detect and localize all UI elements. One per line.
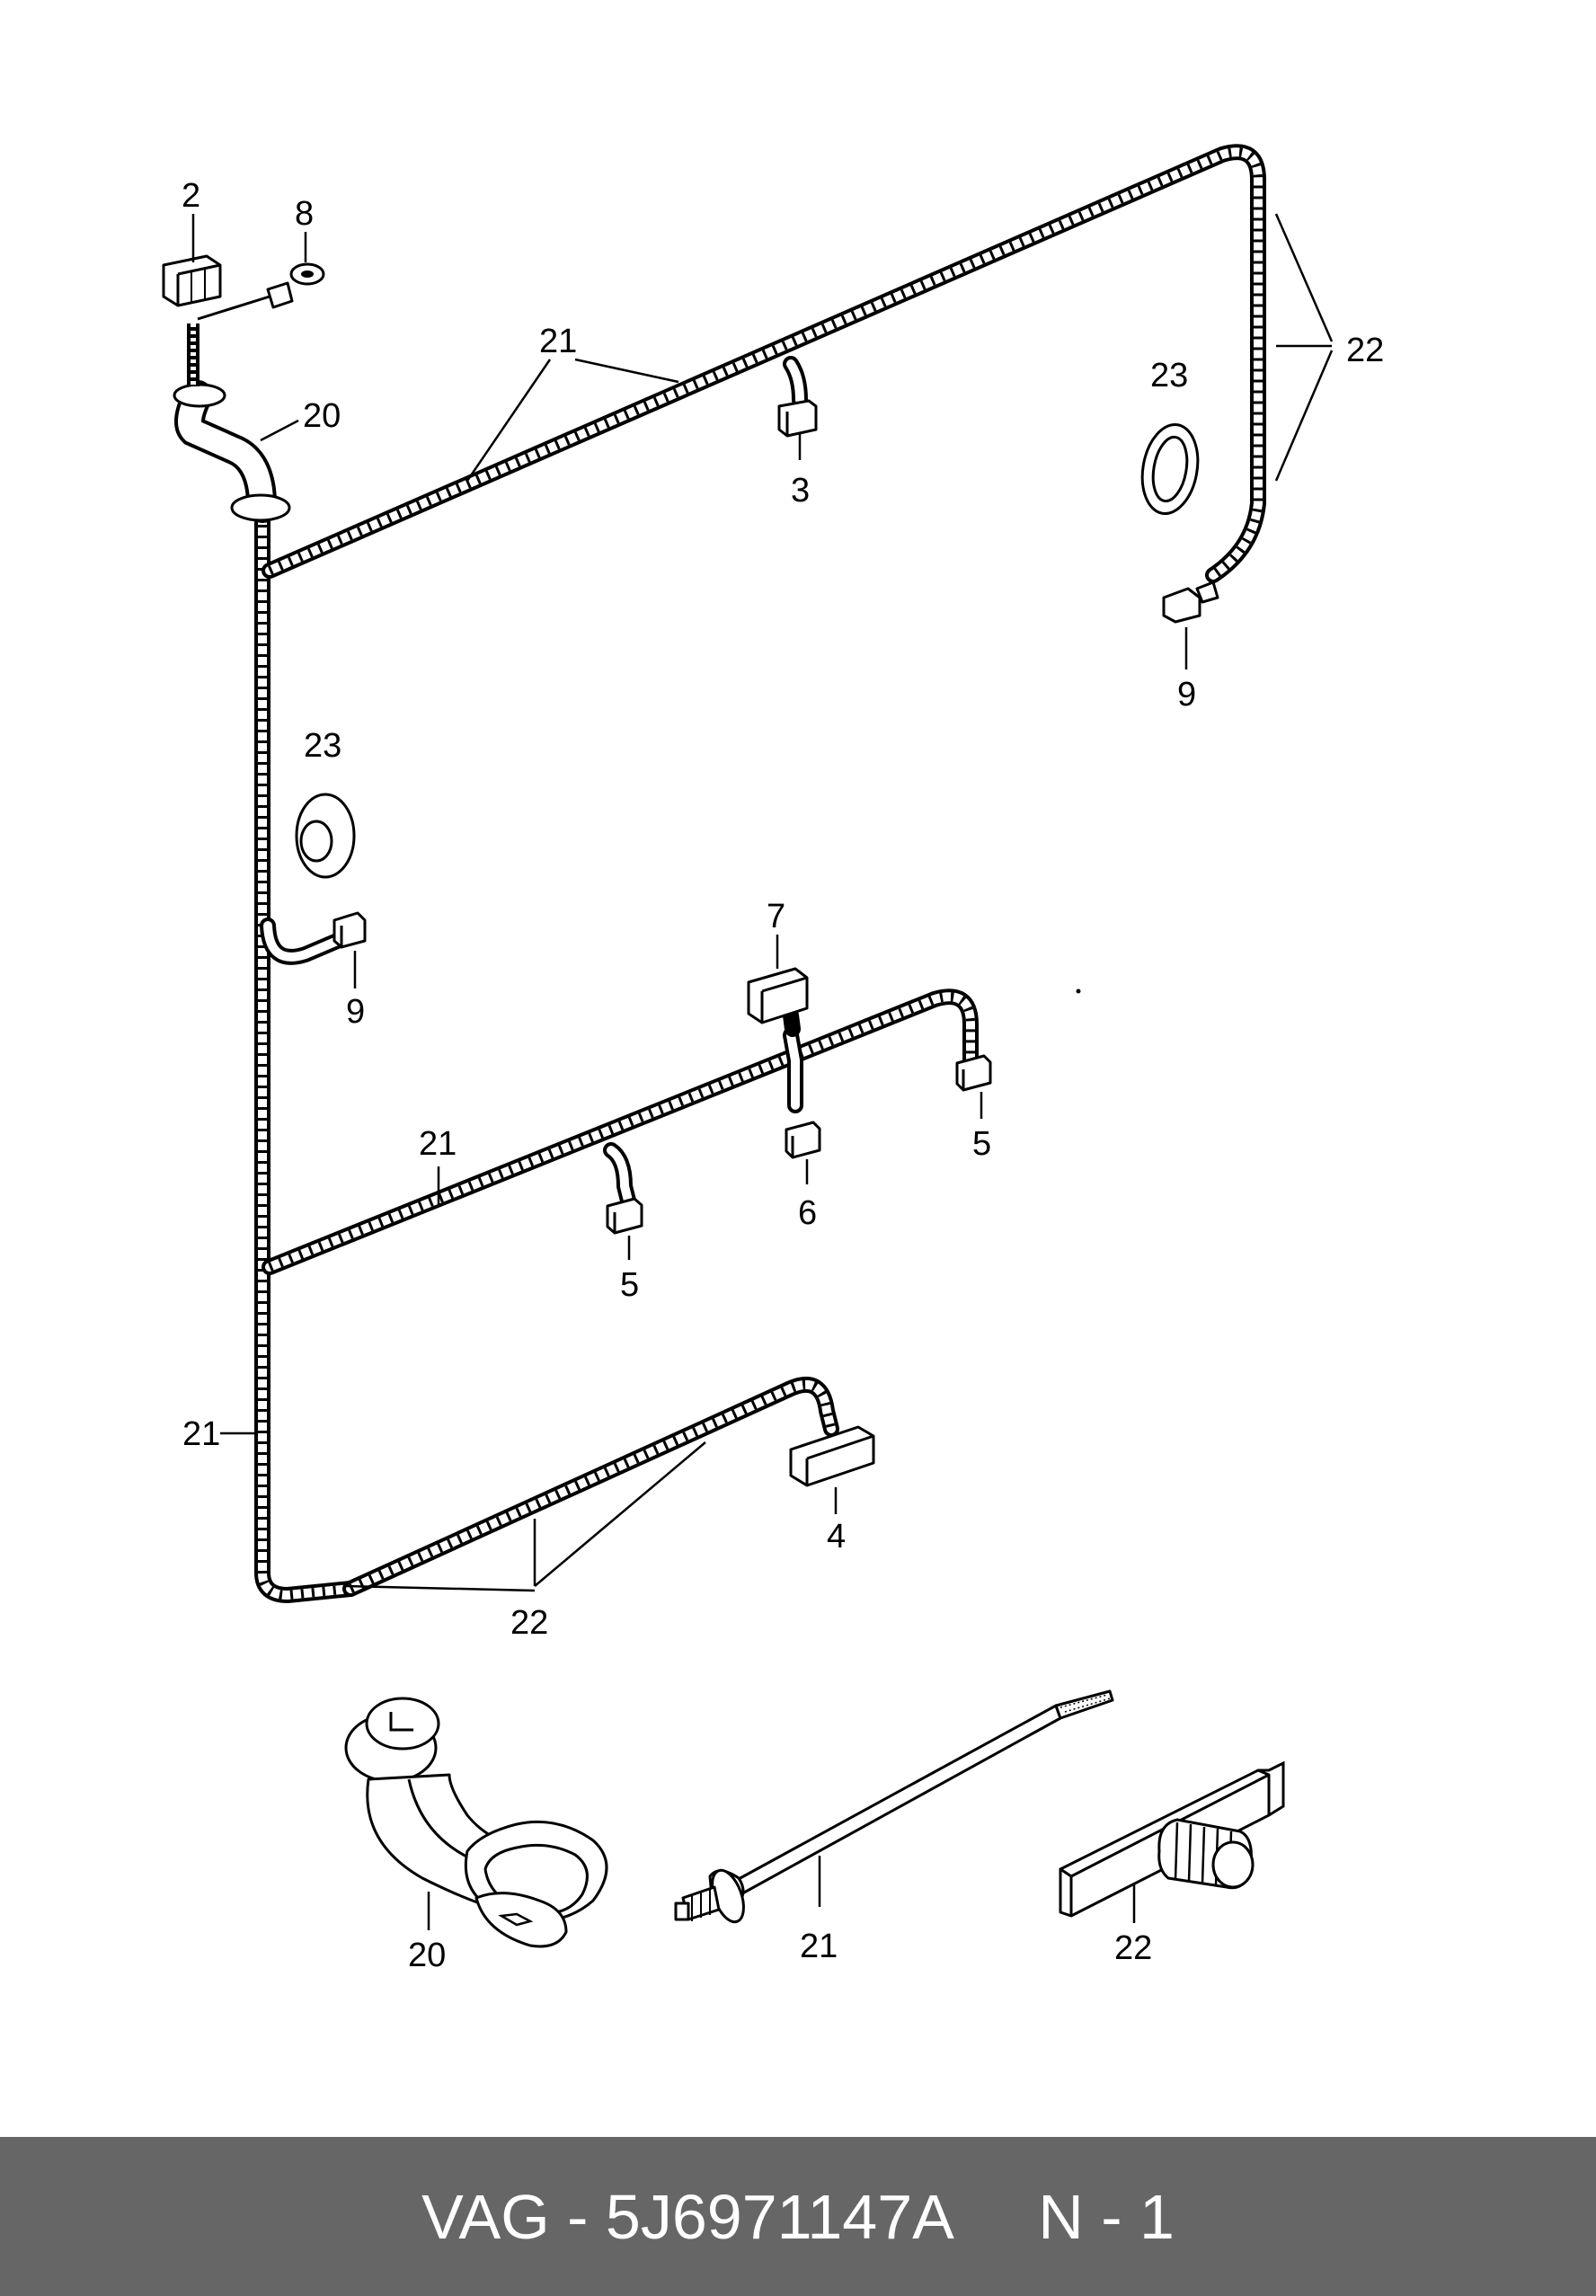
callout-22-right: 22 bbox=[1346, 332, 1384, 369]
grommet-23-right bbox=[1140, 422, 1200, 516]
grommet-23-left bbox=[295, 793, 356, 879]
callout-22-bottom: 22 bbox=[510, 1604, 548, 1642]
leader-lines bbox=[191, 213, 1334, 1930]
detail-cable-tie-21 bbox=[674, 1689, 1114, 1924]
connector-4 bbox=[789, 1425, 875, 1487]
callout-7: 7 bbox=[767, 898, 785, 935]
callout-23-left: 23 bbox=[304, 727, 341, 765]
callout-20-detail: 20 bbox=[408, 1937, 446, 1974]
ring-terminal-8 bbox=[197, 262, 325, 321]
harness-cables bbox=[254, 144, 1266, 1603]
detail-clip-22 bbox=[1059, 1760, 1285, 1918]
callout-21-side: 21 bbox=[182, 1415, 220, 1453]
callout-5-left: 5 bbox=[620, 1266, 639, 1304]
callout-9-right: 9 bbox=[1177, 676, 1196, 714]
wiring-harness-diagram: 2 8 20 21 3 23 22 9 23 9 7 21 5 6 5 21 4… bbox=[162, 144, 1384, 1974]
connector-7 bbox=[747, 967, 809, 1024]
callout-4: 4 bbox=[827, 1518, 846, 1556]
callout-2: 2 bbox=[182, 177, 200, 215]
callout-20-top: 20 bbox=[303, 397, 341, 435]
grommet-20-installed bbox=[173, 324, 291, 523]
connector-3 bbox=[777, 399, 818, 438]
callout-21-mid: 21 bbox=[419, 1125, 457, 1163]
callout-5-right: 5 bbox=[972, 1125, 991, 1163]
callout-3: 3 bbox=[791, 472, 810, 510]
connector-6 bbox=[785, 1121, 821, 1159]
callout-21-top: 21 bbox=[539, 323, 577, 360]
connector-9-right bbox=[1162, 581, 1219, 624]
footer-bar: VAG - 5J6971147A N - 1 bbox=[0, 2137, 1596, 2296]
stray-mark bbox=[1076, 988, 1081, 994]
callout-8: 8 bbox=[295, 195, 314, 233]
connector-9-left bbox=[332, 911, 367, 949]
callout-9-left: 9 bbox=[346, 993, 365, 1031]
callout-6: 6 bbox=[798, 1194, 817, 1232]
callout-labels: 2 8 20 21 3 23 22 9 23 9 7 21 5 6 5 21 4… bbox=[182, 177, 1384, 1974]
callout-23-right: 23 bbox=[1150, 357, 1188, 394]
connector-5-left bbox=[606, 1197, 643, 1235]
connector-5-right bbox=[955, 1054, 992, 1092]
detail-grommet-20 bbox=[344, 1697, 608, 1948]
footer-part-number: VAG - 5J6971147A N - 1 bbox=[421, 2181, 1175, 2252]
callout-22-detail: 22 bbox=[1114, 1929, 1152, 1967]
callout-21-detail: 21 bbox=[800, 1928, 838, 1965]
connector-2 bbox=[162, 254, 222, 307]
